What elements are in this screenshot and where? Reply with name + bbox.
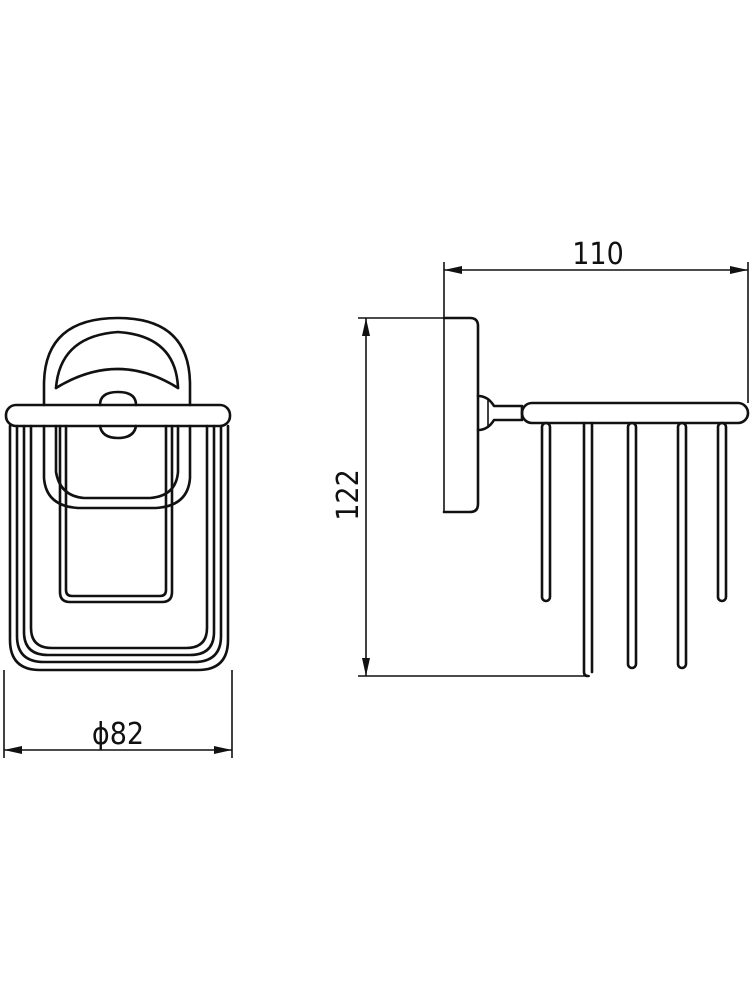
side-rod-3 xyxy=(626,421,638,670)
wall-plate-inner xyxy=(54,330,180,390)
basket-wire-2 xyxy=(15,424,223,664)
height-arrow-top xyxy=(362,318,370,336)
wall-plate-lower xyxy=(42,424,192,510)
crescent-cover xyxy=(54,367,180,390)
width-arrow-left xyxy=(4,746,22,754)
wall-plate-outer xyxy=(42,316,192,407)
post-knob xyxy=(98,390,138,407)
inner-frame-inner xyxy=(64,424,168,598)
depth-arrow-left xyxy=(444,266,462,274)
width-label: ϕ82 xyxy=(92,717,144,752)
side-top-rim xyxy=(520,401,750,425)
side-rod-4 xyxy=(676,421,688,670)
depth-arrow-right xyxy=(730,266,748,274)
front-view xyxy=(4,316,232,672)
height-label: 122 xyxy=(331,469,366,521)
post-lower xyxy=(98,424,138,440)
depth-dimension: 110 xyxy=(443,237,749,403)
height-dimension: 122 xyxy=(331,317,590,677)
depth-label: 110 xyxy=(572,237,624,272)
width-dimension: ϕ82 xyxy=(3,670,233,758)
side-rod-2 xyxy=(582,421,590,678)
side-view xyxy=(442,316,750,678)
basket-wire-4 xyxy=(29,424,209,650)
basket-wire-3 xyxy=(22,424,216,657)
height-arrow-bottom xyxy=(362,658,370,676)
side-wall-plate xyxy=(442,316,480,514)
basket-wire-1 xyxy=(8,424,230,672)
side-rod-5 xyxy=(716,421,728,603)
side-post xyxy=(476,394,524,432)
inner-frame xyxy=(58,424,174,604)
top-rim xyxy=(4,403,232,428)
width-arrow-right xyxy=(214,746,232,754)
side-rod-1 xyxy=(540,421,552,603)
